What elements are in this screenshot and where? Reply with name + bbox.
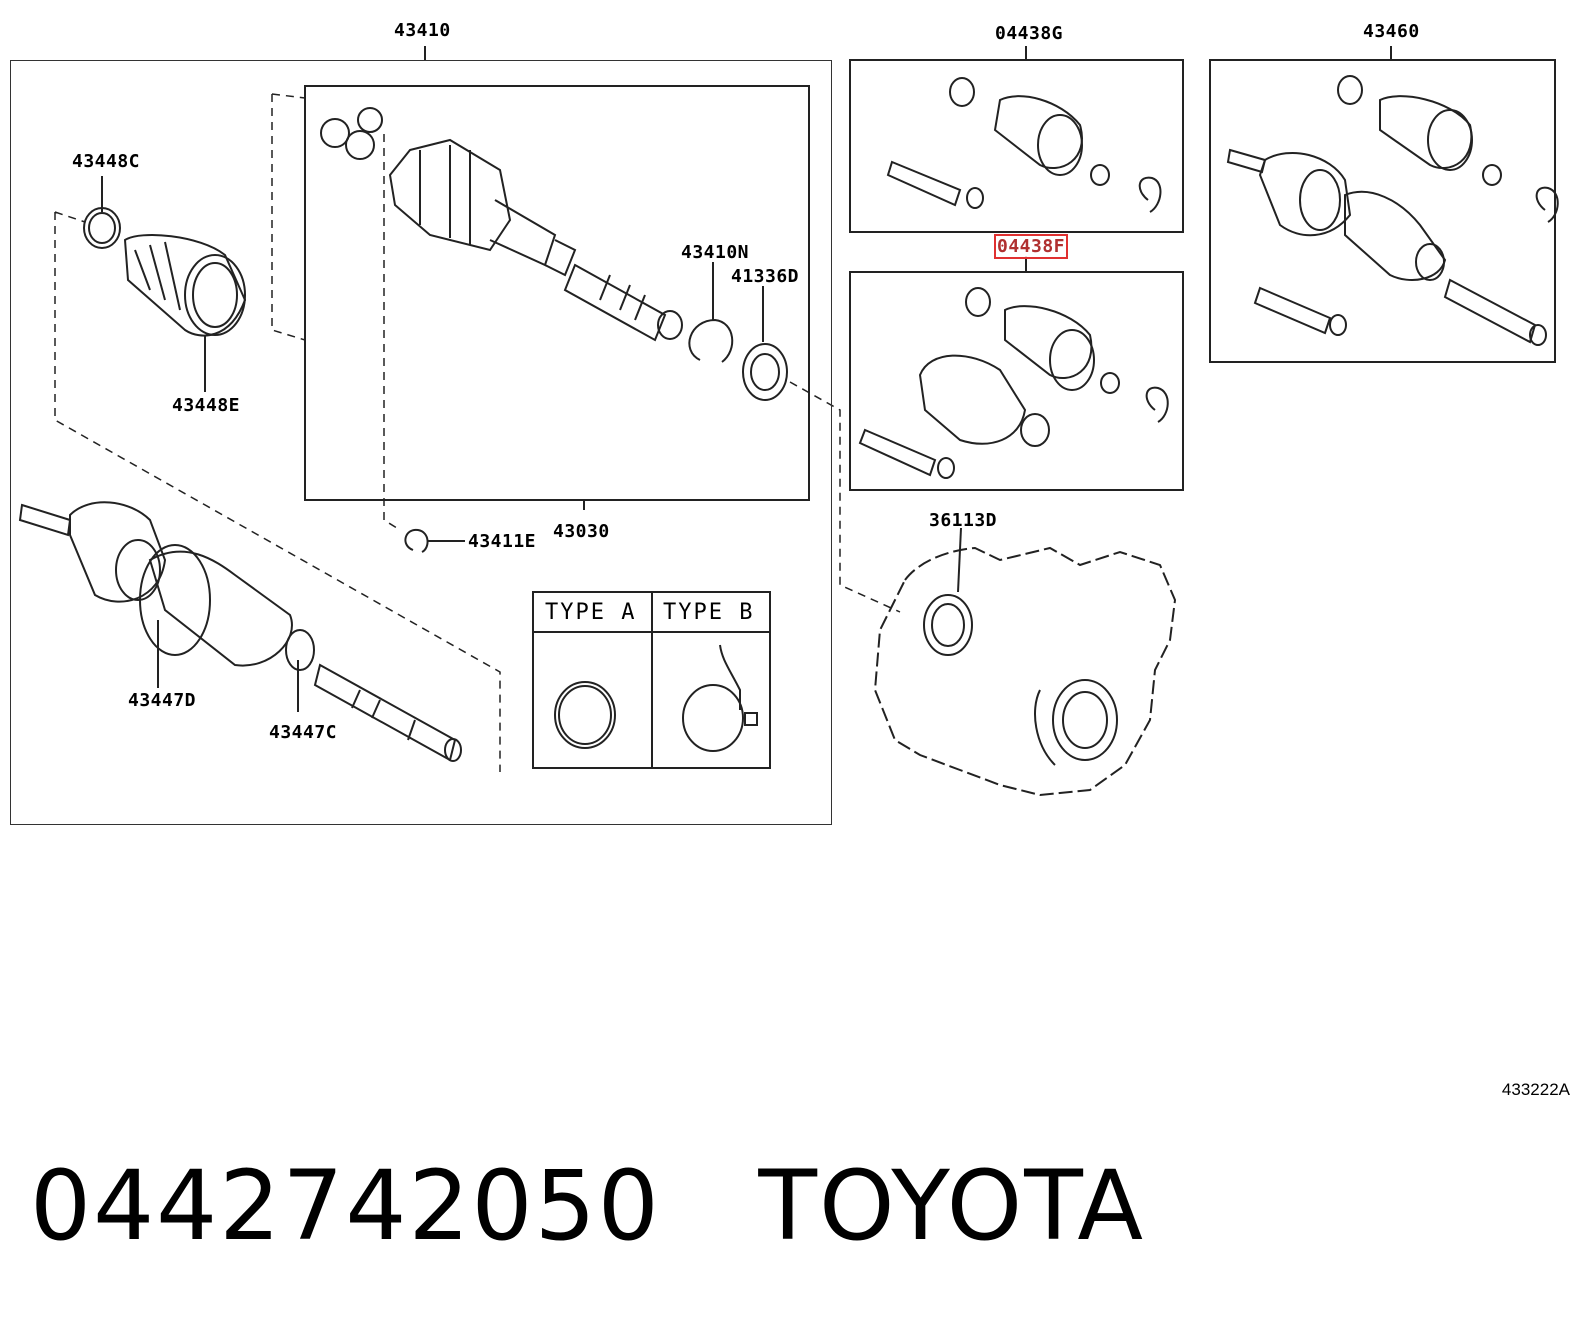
label-43448C[interactable]: 43448C: [72, 151, 141, 172]
label-36113D[interactable]: 36113D: [929, 510, 998, 531]
inner-joint-housing: [388, 138, 512, 252]
snap-ring-43410N: [688, 318, 734, 363]
clamp-type-b: [682, 684, 744, 752]
label-43411E[interactable]: 43411E: [468, 531, 537, 552]
part-number: 0442742050: [30, 1150, 661, 1262]
diagram-code: 433222A: [1501, 1080, 1570, 1099]
legend-type-b: TYPE B: [663, 600, 755, 625]
label-43030[interactable]: 43030: [553, 521, 610, 542]
label-43410N[interactable]: 43410N: [681, 242, 750, 263]
kit-box-04438G: [849, 59, 1184, 233]
kit-box-04438F: [849, 271, 1184, 491]
part-caption: 0442742050 TOYOTA: [30, 1150, 1145, 1262]
label-41336D[interactable]: 41336D: [731, 266, 800, 287]
label-43447C[interactable]: 43447C: [269, 722, 338, 743]
label-04438G[interactable]: 04438G: [995, 23, 1064, 44]
clamp-43447C: [285, 629, 315, 671]
frame-43410: [10, 60, 832, 825]
inner-box-43030: [304, 85, 810, 501]
transmission-case: [873, 546, 1177, 797]
label-43447D[interactable]: 43447D: [128, 690, 197, 711]
label-43460[interactable]: 43460: [1363, 21, 1420, 42]
label-43410[interactable]: 43410: [394, 20, 451, 41]
shaft-43030: [563, 263, 667, 342]
label-43448E[interactable]: 43448E: [172, 395, 241, 416]
seal-36113D: [923, 594, 973, 656]
seal-41336D: [742, 343, 788, 401]
label-04438F-highlighted[interactable]: 04438F: [993, 234, 1069, 259]
legend-type-a: TYPE A: [545, 600, 637, 625]
ring-43411E: [404, 528, 429, 553]
brand-name: TOYOTA: [758, 1150, 1146, 1262]
clamp-43448C: [83, 207, 121, 249]
clamp-type-a: [554, 681, 616, 749]
outer-joint: [69, 501, 167, 603]
kit-box-43460: [1209, 59, 1556, 363]
